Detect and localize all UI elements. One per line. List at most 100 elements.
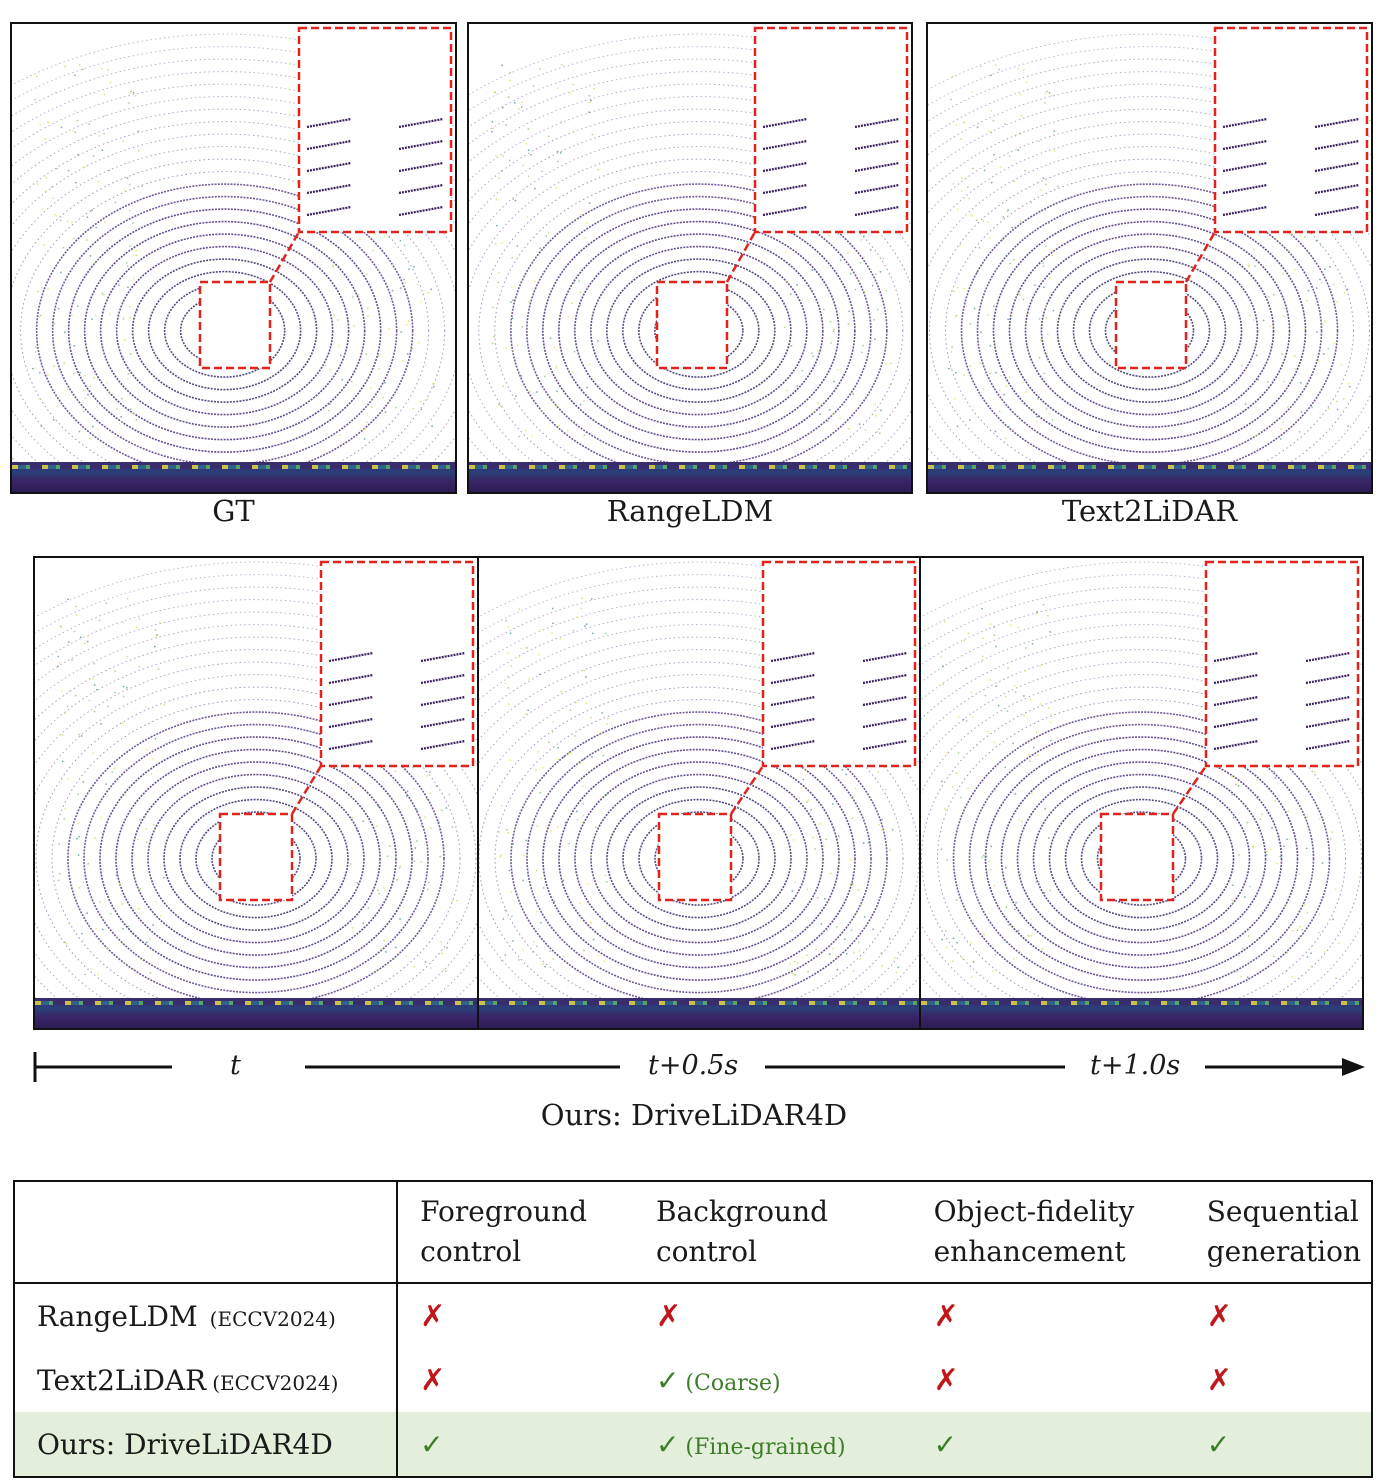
roadside-point [396, 878, 398, 881]
roadside-point [946, 859, 949, 861]
inset-scan-line [328, 739, 374, 751]
roadside-point [1036, 420, 1039, 423]
roadside-point [87, 393, 89, 396]
roadside-point [1328, 871, 1331, 873]
roadside-point [998, 68, 1000, 71]
roadside-point [551, 632, 553, 635]
roadside-point [810, 808, 812, 811]
roadside-point [1331, 831, 1334, 834]
roadside-point [883, 927, 885, 929]
roadside-point [116, 936, 118, 939]
roadside-point [510, 301, 512, 304]
inset-scan-line [398, 161, 444, 173]
roadside-point [510, 665, 513, 668]
roadside-point [505, 347, 508, 350]
roadside-point [860, 238, 862, 241]
roadside-point [1007, 425, 1010, 428]
scan-ring [99, 233, 350, 428]
roadside-point [560, 63, 563, 66]
roadside-point [992, 305, 995, 308]
roadside-point [809, 432, 812, 435]
roadside-point [91, 425, 94, 428]
scan-ring [20, 171, 430, 462]
roadside-point [869, 249, 872, 252]
roadside-point [113, 670, 116, 673]
status-cell: ✓ [397, 1412, 634, 1477]
roadside-point [39, 314, 42, 317]
roadside-point [1044, 807, 1047, 810]
roadside-point [585, 222, 588, 225]
roadside-point [566, 429, 569, 432]
inset-scan-line [420, 673, 466, 685]
roadside-point [383, 887, 385, 889]
roadside-point [854, 288, 857, 291]
roadside-point [520, 647, 523, 650]
roadside-point [390, 299, 392, 302]
roadside-point [1004, 866, 1007, 869]
roadside-point [1024, 169, 1027, 172]
roadside-point [544, 965, 546, 968]
roadside-point [950, 367, 953, 370]
inset-scan-line [770, 673, 816, 685]
roadside-point [576, 818, 579, 821]
roadside-point [1035, 731, 1038, 734]
roadside-point [518, 959, 520, 961]
roadside-point [793, 838, 795, 841]
roadside-point [367, 907, 370, 909]
roadside-point [1022, 695, 1025, 697]
roadside-point [586, 287, 589, 290]
roadside-point [968, 197, 971, 200]
roadside-point [426, 888, 429, 891]
roadside-point [832, 947, 835, 950]
roadside-point [34, 351, 37, 353]
roadside-point [993, 741, 995, 744]
roadside-point [589, 920, 592, 923]
roadside-point [90, 967, 93, 970]
roadside-point [599, 731, 602, 734]
range-image-strip [12, 462, 455, 492]
roadside-point [1260, 910, 1263, 913]
roadside-point [1039, 702, 1042, 705]
roadside-point [370, 406, 373, 409]
roadside-point [35, 346, 37, 348]
roadside-point [1029, 699, 1032, 702]
roadside-point [521, 326, 524, 328]
roadside-point [127, 372, 130, 375]
roadside-point [1037, 397, 1039, 400]
roadside-point [417, 342, 420, 344]
roadside-point [1249, 314, 1251, 317]
roadside-point [514, 199, 517, 202]
roadside-point [1307, 289, 1310, 292]
roadside-point [1046, 90, 1049, 93]
roadside-point [547, 231, 550, 234]
roadside-point [859, 261, 862, 264]
roadside-point [363, 428, 366, 431]
zoom-region-fill [220, 814, 292, 900]
roadside-point [574, 701, 577, 704]
roadside-point [1265, 853, 1268, 856]
roadside-point [372, 249, 374, 252]
roadside-point [572, 629, 575, 632]
roadside-point [1024, 670, 1026, 673]
roadside-point [582, 814, 585, 817]
roadside-point [940, 848, 943, 850]
roadside-point [492, 306, 495, 309]
roadside-point [1254, 344, 1256, 347]
roadside-point [398, 867, 401, 869]
roadside-point [811, 352, 813, 355]
roadside-point [540, 410, 543, 412]
roadside-point [969, 322, 972, 325]
roadside-point [955, 899, 958, 901]
roadside-point [558, 258, 561, 260]
scan-ring [542, 208, 856, 453]
scan-ring [622, 270, 776, 391]
roadside-point [439, 855, 442, 858]
roadside-point [1283, 315, 1285, 318]
roadside-point [981, 607, 983, 610]
roadside-point [431, 425, 434, 427]
roadside-point [1271, 826, 1273, 829]
rangeldm-lidar-panel [467, 22, 913, 494]
roadside-point [1274, 777, 1277, 779]
roadside-point [140, 958, 142, 961]
roadside-point [407, 268, 410, 271]
